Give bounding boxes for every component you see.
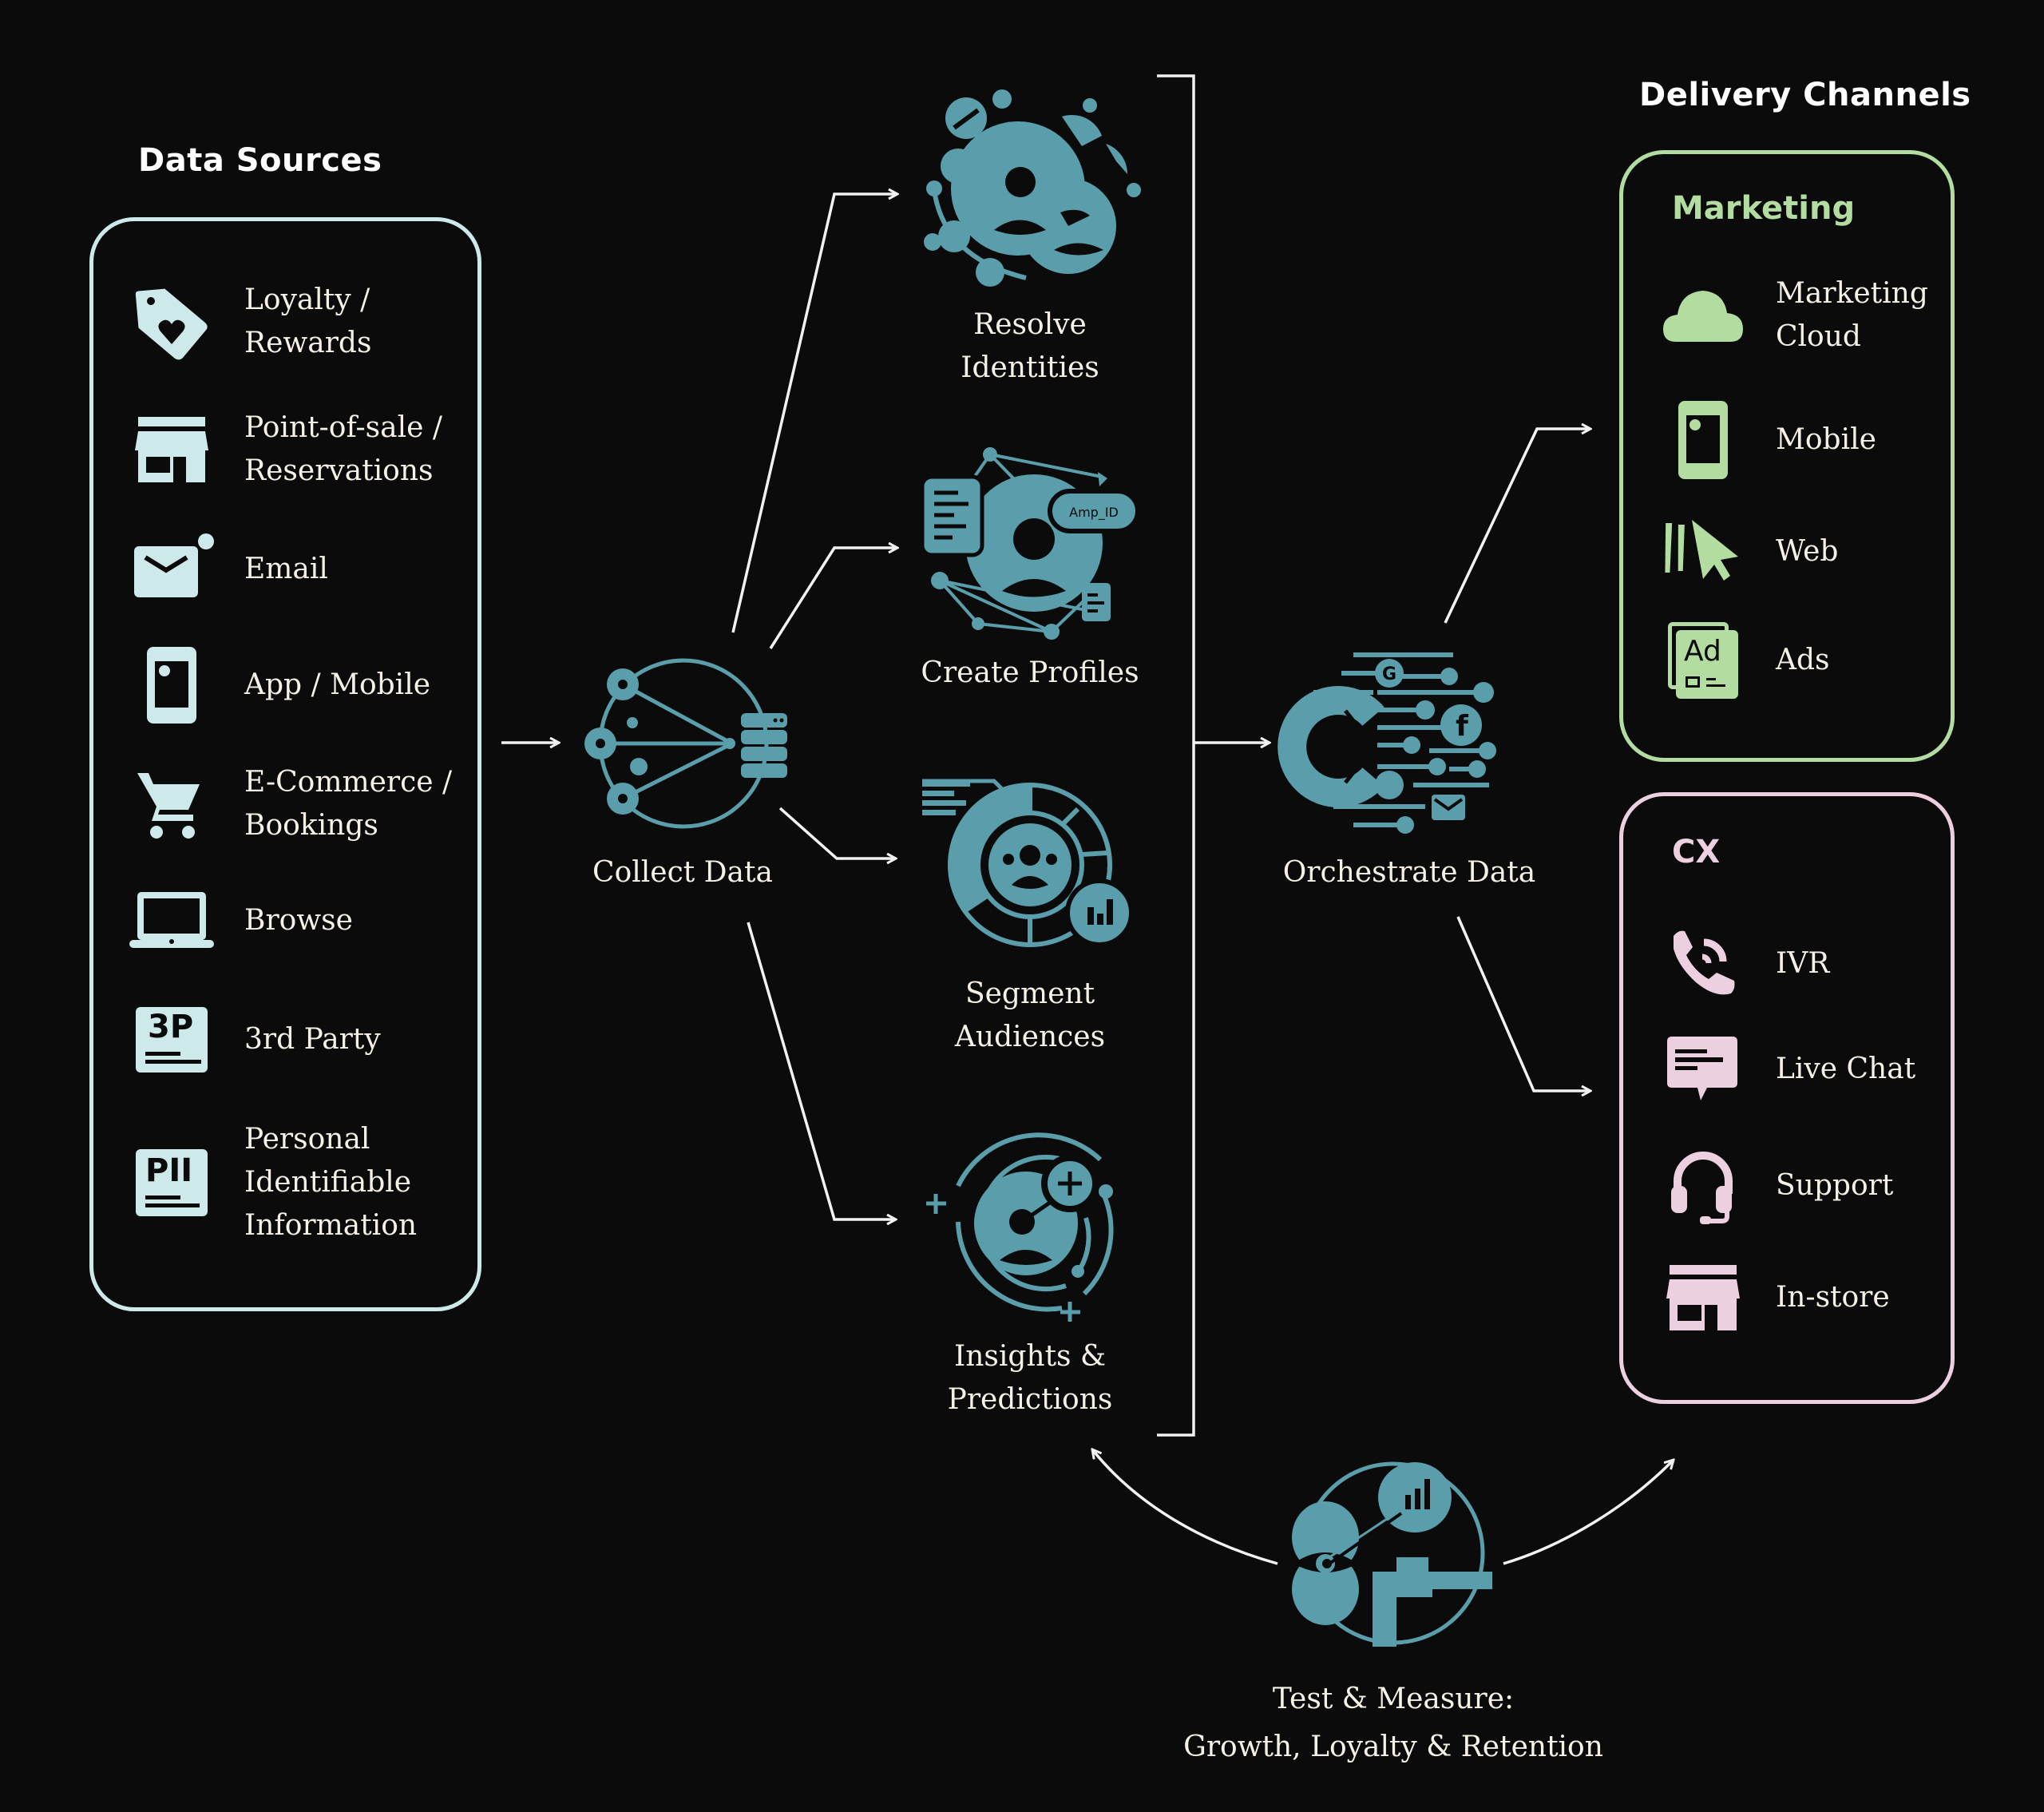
source-item-ecommerce: E-Commerce / Bookings	[128, 760, 452, 848]
ad-icon: Ad	[1659, 617, 1747, 704]
arrow-collect-to-segment	[778, 807, 896, 858]
test-measure-icon	[1289, 1461, 1492, 1656]
channel-label: Support	[1776, 1169, 1894, 1202]
delivery-channels-title: Delivery Channels	[1639, 77, 1971, 113]
source-label: Email	[244, 553, 328, 585]
google-glyph: G	[1382, 664, 1396, 684]
insights-predictions-icon	[926, 1118, 1134, 1322]
mobile-phone-icon	[128, 641, 216, 729]
channel-label: Web	[1776, 535, 1839, 568]
collect-data-label: Collect Data	[592, 856, 773, 889]
source-item-email: Email	[128, 525, 328, 613]
arrow-orchestrate-to-cx	[1456, 916, 1590, 1091]
tag-heart-icon	[128, 278, 216, 366]
channel-item-ads: Ad Ads	[1659, 617, 1830, 704]
pii-document-icon: PII	[128, 1139, 216, 1227]
source-item-browse: Browse	[128, 877, 353, 965]
cloud-icon	[1659, 272, 1747, 359]
icon-glyph-pii: PII	[145, 1152, 193, 1189]
channel-label: Mobile	[1776, 423, 1876, 456]
shopping-cart-icon	[128, 760, 216, 848]
resolve-identities-label: Resolve Identities	[961, 308, 1099, 384]
source-item-pii: PII Personal Identifiable Information	[128, 1118, 417, 1247]
channel-label: In-store	[1776, 1281, 1890, 1314]
channel-item-web: Web	[1659, 508, 1838, 596]
channel-item-support: Support	[1659, 1142, 1893, 1230]
data-sources-panel	[89, 217, 481, 1311]
insights-predictions-label: Insights & Predictions	[947, 1340, 1113, 1416]
create-profiles-icon: Amp_ID	[920, 443, 1140, 646]
cursor-click-icon	[1659, 508, 1747, 596]
marketing-title: Marketing	[1672, 190, 1856, 227]
cx-panel	[1619, 792, 1955, 1404]
storefront-icon	[128, 406, 216, 494]
segment-audiences-icon	[922, 765, 1138, 960]
create-profiles-label: Create Profiles	[921, 656, 1139, 689]
channel-item-in-store: In-store	[1659, 1254, 1890, 1342]
source-label: 3rd Party	[244, 1023, 381, 1056]
marketing-panel	[1619, 150, 1955, 762]
source-label: Personal Identifiable Information	[244, 1123, 418, 1242]
channel-label: Live Chat	[1776, 1053, 1916, 1085]
collect-data-network-icon	[581, 651, 789, 838]
orchestrate-data-label: Orchestrate Data	[1282, 856, 1536, 889]
storefront-icon	[1659, 1254, 1747, 1342]
source-item-app-mobile: App / Mobile	[128, 641, 430, 729]
cx-title: CX	[1672, 834, 1721, 870]
channel-item-live-chat: Live Chat	[1659, 1025, 1915, 1113]
source-label: E-Commerce / Bookings	[244, 766, 453, 842]
channel-item-marketing-cloud: Marketing Cloud	[1659, 272, 1928, 359]
laptop-icon	[128, 877, 216, 965]
arrow-test-to-channels	[1503, 1460, 1674, 1565]
source-item-third-party: 3P 3rd Party	[128, 996, 381, 1084]
facebook-glyph: f	[1456, 710, 1468, 743]
channel-label: Marketing Cloud	[1776, 277, 1928, 353]
test-measure-label: Test & Measure: Growth, Loyalty & Retent…	[1183, 1683, 1603, 1763]
third-party-document-icon: 3P	[128, 996, 216, 1084]
email-notification-icon	[128, 525, 216, 613]
source-label: Loyalty / Rewards	[244, 283, 372, 359]
source-item-loyalty: Loyalty / Rewards	[128, 278, 371, 366]
source-label: Browse	[244, 904, 353, 937]
channel-item-ivr: IVR	[1659, 920, 1829, 1008]
arrow-collect-to-profiles	[769, 548, 897, 649]
resolve-identities-icon	[918, 86, 1142, 297]
mobile-phone-icon	[1659, 396, 1747, 484]
channel-label: Ads	[1776, 644, 1830, 676]
source-label: App / Mobile	[244, 668, 431, 701]
phone-call-icon	[1659, 920, 1747, 1008]
data-sources-title: Data Sources	[138, 142, 382, 179]
channel-label: IVR	[1776, 947, 1830, 980]
steps-bracket	[1157, 74, 1195, 1437]
headset-icon	[1659, 1142, 1747, 1230]
arrow-collect-to-resolve	[731, 194, 897, 633]
icon-glyph-3p: 3P	[148, 1009, 194, 1045]
amp-id-badge: Amp_ID	[1069, 505, 1119, 521]
chat-bubble-icon	[1659, 1025, 1747, 1113]
segment-audiences-label: Segment Audiences	[954, 977, 1106, 1053]
source-label: Point-of-sale / Reservations	[244, 411, 442, 487]
channel-item-mobile: Mobile	[1659, 396, 1876, 484]
orchestrate-data-icon: G f	[1278, 651, 1505, 838]
arrow-test-to-insights	[1092, 1449, 1278, 1565]
arrow-collect-to-insights	[747, 922, 896, 1219]
ad-glyph: Ad	[1684, 635, 1721, 668]
arrow-orchestrate-to-marketing	[1444, 429, 1590, 624]
source-item-point-of-sale: Point-of-sale / Reservations	[128, 406, 442, 494]
